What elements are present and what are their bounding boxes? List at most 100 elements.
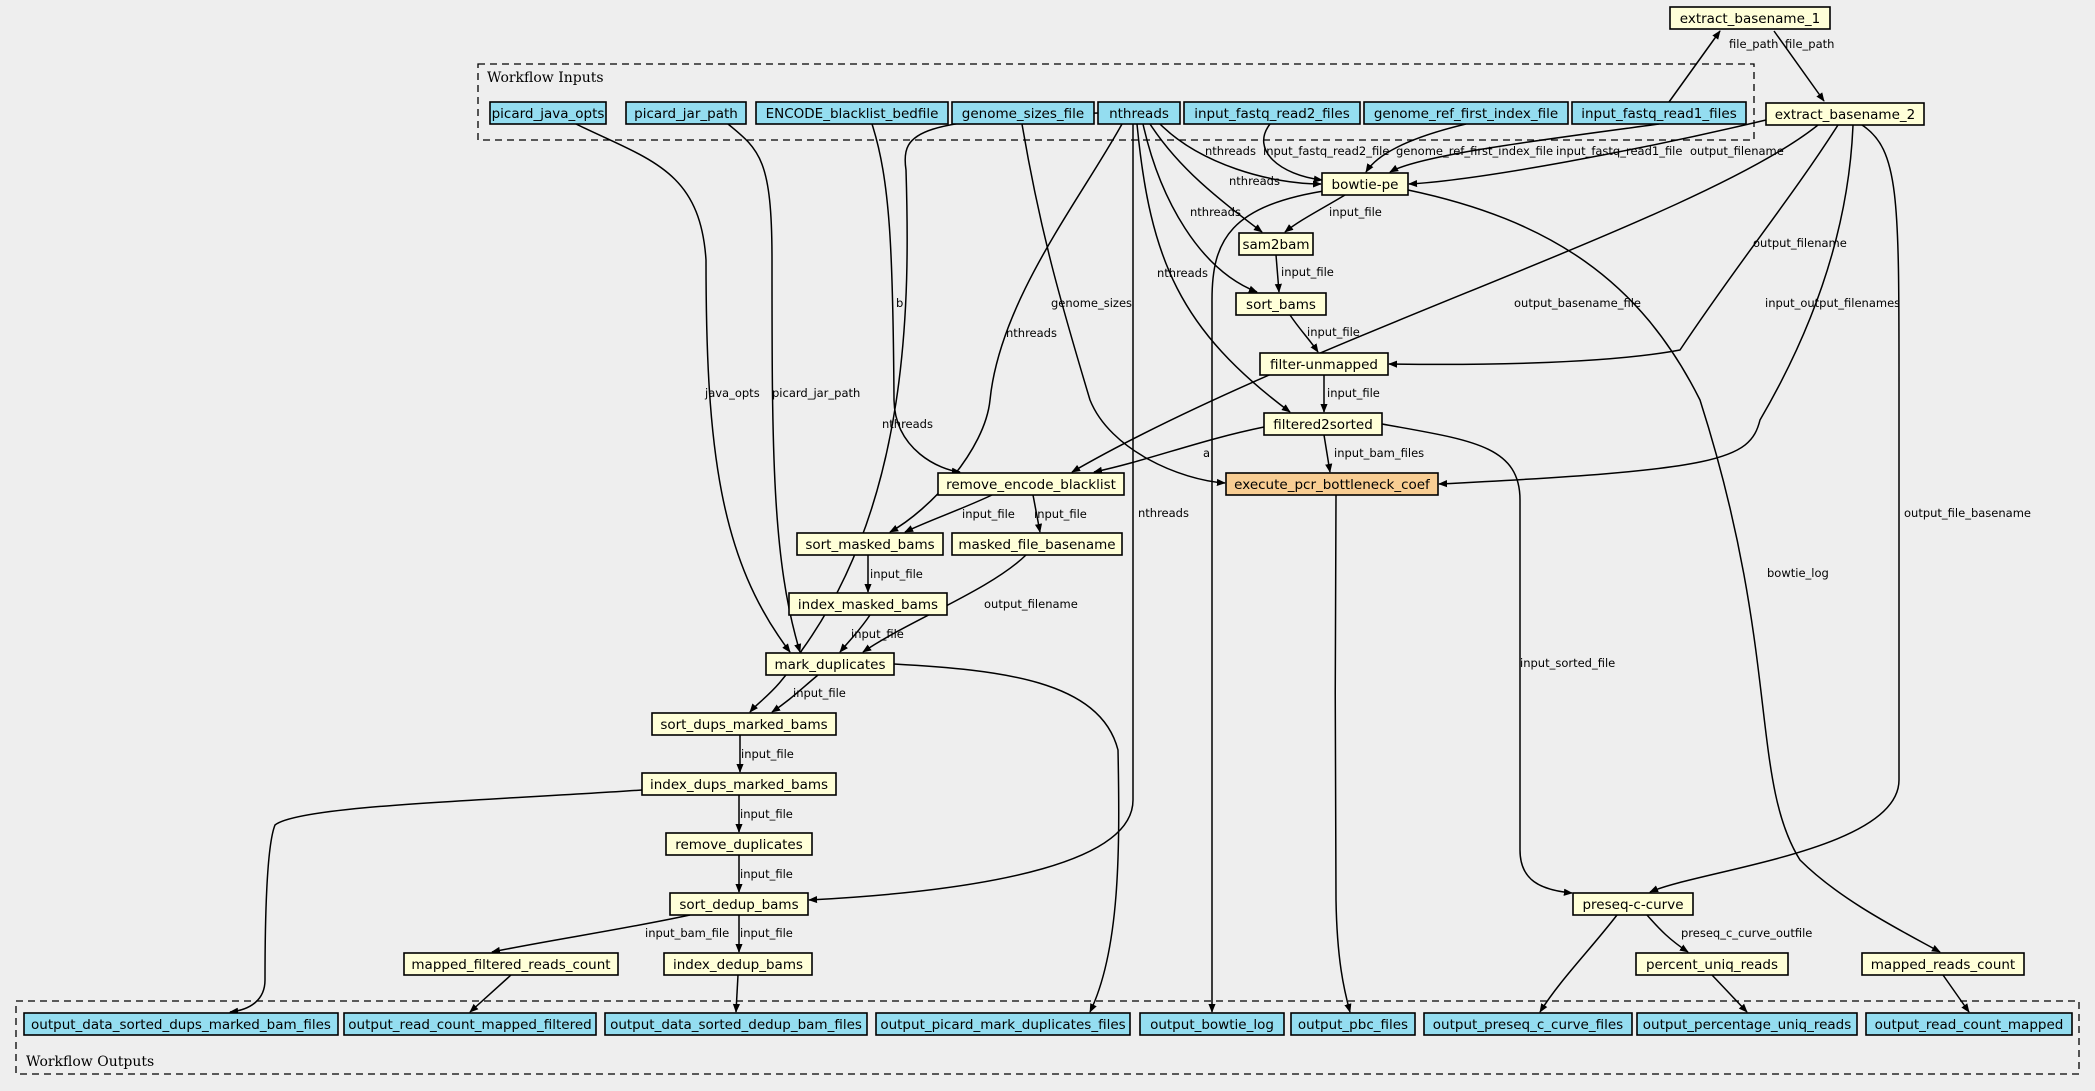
node-out-picard-mark-duplicates[interactable]: output_picard_mark_duplicates_files <box>875 1012 1131 1036</box>
node-sort-masked-bams[interactable]: sort_masked_bams <box>796 532 944 556</box>
node-extract-basename-2[interactable]: extract_basename_2 <box>1765 102 1925 126</box>
edge-bowtie-pe-to-sam2bam <box>1284 194 1346 233</box>
node-extract-basename-1[interactable]: extract_basename_1 <box>1669 6 1831 30</box>
node-label-out-sorted-dedup: output_data_sorted_dedup_bam_files <box>610 1017 862 1033</box>
node-box-out-bowtie-log <box>1139 1012 1285 1036</box>
node-label-index-dups-marked-bams: index_dups_marked_bams <box>650 777 828 793</box>
edge-label-mark-duplicates-to-sort-dups-marked-bams: input_file <box>793 686 846 700</box>
node-index-dups-marked-bams[interactable]: index_dups_marked_bams <box>641 772 837 796</box>
node-encode-blacklist-bedfile[interactable]: ENCODE_blacklist_bedfile <box>755 101 949 125</box>
edge-label-filtered2sorted-to-remove-encode-blacklist: a <box>1203 446 1210 460</box>
node-box-out-sorted-dups-marked <box>23 1012 339 1036</box>
node-box-input-fastq-read1-files <box>1571 101 1747 125</box>
edge-nthreads-to-sam2bam <box>1149 123 1263 233</box>
node-input-fastq-read2-files[interactable]: input_fastq_read2_files <box>1183 101 1361 125</box>
node-label-filtered2sorted: filtered2sorted <box>1273 417 1373 433</box>
edge-filtered2sorted-to-preseq-c-curve <box>1381 423 1573 896</box>
node-out-sorted-dups-marked[interactable]: output_data_sorted_dups_marked_bam_files <box>23 1012 339 1036</box>
node-box-out-read-count-mapped <box>1865 1012 2073 1036</box>
edge-extract-basename-2-to-bowtie-pe <box>1408 119 1767 188</box>
node-label-out-pbc-files: output_pbc_files <box>1298 1017 1408 1033</box>
node-sam2bam[interactable]: sam2bam <box>1238 232 1314 256</box>
node-box-out-pbc-files <box>1290 1012 1416 1036</box>
node-box-out-percentage-uniq-reads <box>1636 1012 1858 1036</box>
edge-label-sort-masked-bams-to-index-masked-bams: input_file <box>870 567 923 581</box>
edge-remove-encode-blacklist-to-masked-file-basename <box>1032 494 1043 533</box>
node-box-picard-java-opts <box>489 101 607 125</box>
edge-picard-java-opts-to-mark-duplicates <box>575 123 791 653</box>
edge-label-nthreads-to-filtered2sorted: nthreads <box>1157 266 1208 280</box>
node-out-percentage-uniq-reads[interactable]: output_percentage_uniq_reads <box>1636 1012 1858 1036</box>
edge-sort-dedup-bams-to-mapped-filtered-reads-count <box>491 914 691 954</box>
node-mapped-reads-count[interactable]: mapped_reads_count <box>1861 952 2025 976</box>
node-genome-ref-first-index-file[interactable]: genome_ref_first_index_file <box>1363 101 1569 125</box>
node-remove-encode-blacklist[interactable]: remove_encode_blacklist <box>937 472 1125 496</box>
node-sort-bams[interactable]: sort_bams <box>1235 292 1327 316</box>
node-label-remove-encode-blacklist: remove_encode_blacklist <box>946 477 1116 493</box>
edge-index-dedup-bams-to-out-sorted-dedup <box>732 974 741 1013</box>
edge-label-nthreads-to-sort-masked-bams: nthreads <box>1006 326 1057 340</box>
edge-input-fastq-read2-files-to-bowtie-pe <box>1263 123 1323 183</box>
edge-label-extract-basename-2-to-bowtie-pe: output_filename <box>1690 144 1784 158</box>
node-sort-dedup-bams[interactable]: sort_dedup_bams <box>669 892 809 916</box>
node-sort-dups-marked-bams[interactable]: sort_dups_marked_bams <box>651 712 837 736</box>
edge-bowtie-pe-to-out-bowtie-log <box>1208 189 1331 1013</box>
node-label-execute-pcr-bottleneck-coef: execute_pcr_bottleneck_coef <box>1234 477 1431 493</box>
node-preseq-c-curve[interactable]: preseq-c-curve <box>1572 892 1694 916</box>
node-filtered2sorted[interactable]: filtered2sorted <box>1263 412 1383 436</box>
node-filter-unmapped[interactable]: filter-unmapped <box>1259 352 1389 376</box>
node-mark-duplicates[interactable]: mark_duplicates <box>765 652 895 676</box>
edge-label-input-fastq-read1-files-to-bowtie-pe: input_fastq_read1_file <box>1556 144 1682 158</box>
workflow-outputs-cluster <box>15 1000 2080 1075</box>
node-index-dedup-bams[interactable]: index_dedup_bams <box>663 952 813 976</box>
edge-input-fastq-read1-files-to-bowtie-pe <box>1389 123 1660 173</box>
node-out-bowtie-log[interactable]: output_bowtie_log <box>1139 1012 1285 1036</box>
node-label-sort-dedup-bams: sort_dedup_bams <box>679 897 798 913</box>
node-percent-uniq-reads[interactable]: percent_uniq_reads <box>1635 952 1789 976</box>
edges-layer <box>229 30 1970 1015</box>
node-out-read-count-mapped-filtered[interactable]: output_read_count_mapped_filtered <box>343 1012 597 1036</box>
node-label-picard-jar-path: picard_jar_path <box>634 106 738 122</box>
node-out-sorted-dedup[interactable]: output_data_sorted_dedup_bam_files <box>604 1012 868 1036</box>
node-input-fastq-read1-files[interactable]: input_fastq_read1_files <box>1571 101 1747 125</box>
node-mapped-filtered-reads-count[interactable]: mapped_filtered_reads_count <box>403 952 619 976</box>
edge-extract-basename-2-to-filter-unmapped <box>1388 124 1839 368</box>
node-index-masked-bams[interactable]: index_masked_bams <box>788 592 948 616</box>
edge-label-extract-basename-2-to-execute-pcr-bottleneck-coef: input_output_filenames <box>1765 296 1900 310</box>
nodes-layer: extract_basename_1 extract_basename_2 pica… <box>23 6 2073 1036</box>
node-box-sort-masked-bams <box>796 532 944 556</box>
node-box-genome-sizes-file <box>951 101 1095 125</box>
node-out-preseq-c-curve[interactable]: output_preseq_c_curve_files <box>1423 1012 1633 1036</box>
node-box-out-preseq-c-curve <box>1423 1012 1633 1036</box>
node-label-genome-ref-first-index-file: genome_ref_first_index_file <box>1374 106 1558 122</box>
edge-percent-uniq-reads-to-out-percentage-uniq-reads <box>1711 974 1748 1013</box>
node-genome-sizes-file[interactable]: genome_sizes_file <box>951 101 1095 125</box>
node-label-out-bowtie-log: output_bowtie_log <box>1150 1017 1274 1033</box>
node-label-genome-sizes-file: genome_sizes_file <box>962 106 1084 122</box>
node-masked-file-basename[interactable]: masked_file_basename <box>951 532 1123 556</box>
edge-label-index-dups-marked-bams-to-remove-duplicates: input_file <box>740 807 793 821</box>
edge-label-filtered2sorted-to-execute-pcr-bottleneck-coef: input_bam_files <box>1334 446 1424 460</box>
node-out-pbc-files[interactable]: output_pbc_files <box>1290 1012 1416 1036</box>
edge-extract-basename-2-to-preseq-c-curve <box>1649 124 1900 893</box>
node-label-index-dedup-bams: index_dedup_bams <box>673 957 803 973</box>
edge-label-sort-dups-marked-bams-to-index-dups-marked-bams: input_file <box>741 747 794 761</box>
node-out-read-count-mapped[interactable]: output_read_count_mapped <box>1865 1012 2073 1036</box>
node-label-index-masked-bams: index_masked_bams <box>798 597 938 613</box>
node-box-masked-file-basename <box>951 532 1123 556</box>
node-box-index-dups-marked-bams <box>641 772 837 796</box>
edge-label-nthreads-to-sam2bam: nthreads <box>1229 174 1280 188</box>
node-nthreads[interactable]: nthreads <box>1097 101 1181 125</box>
node-box-percent-uniq-reads <box>1635 952 1789 976</box>
node-picard-java-opts[interactable]: picard_java_opts <box>489 101 607 125</box>
edge-label-nthreads-to-sort-dups-marked-bams: nthreads <box>882 417 933 431</box>
node-execute-pcr-bottleneck-coef[interactable]: execute_pcr_bottleneck_coef <box>1225 472 1439 496</box>
edge-nthreads-to-sort-dups-marked-bams <box>749 112 1099 713</box>
node-box-picard-jar-path <box>625 101 747 125</box>
node-remove-duplicates[interactable]: remove_duplicates <box>665 832 813 856</box>
node-bowtie-pe[interactable]: bowtie-pe <box>1321 172 1409 196</box>
edge-extract-basename-2-to-remove-encode-blacklist <box>1071 124 1819 473</box>
node-picard-jar-path[interactable]: picard_jar_path <box>625 101 747 125</box>
node-label-input-fastq-read1-files: input_fastq_read1_files <box>1581 106 1736 122</box>
node-box-nthreads <box>1097 101 1181 125</box>
